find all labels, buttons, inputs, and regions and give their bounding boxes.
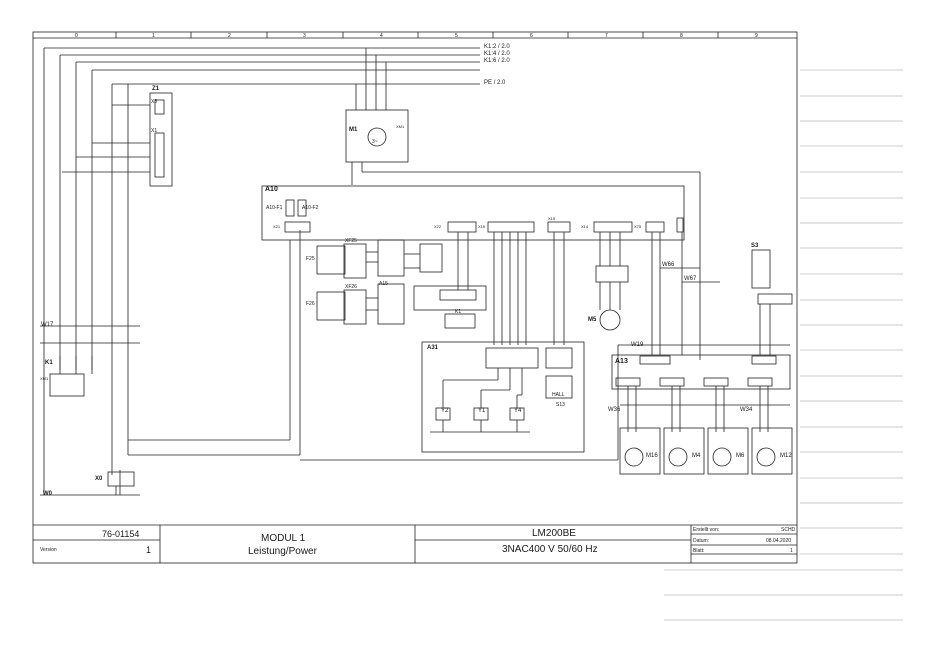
label-hall: HALL — [552, 392, 565, 398]
label-y4: Y4 — [514, 408, 522, 414]
label-m1-type: 3~ — [372, 139, 378, 145]
label-w67: W67 — [684, 276, 697, 282]
label-m4: M4 — [692, 453, 701, 459]
label-xm1: XM1 — [40, 376, 49, 381]
sheet-label: Blatt: — [693, 548, 705, 554]
label-x22: X22 — [434, 224, 442, 229]
label-k1-relay: K1 — [455, 309, 462, 315]
created-label: Erstellt von: — [693, 527, 720, 533]
drawing-number: 76-01154 — [102, 529, 140, 539]
label-a15: A15 — [379, 281, 388, 287]
label-w19: W19 — [631, 342, 644, 348]
label-s13: S13 — [556, 402, 565, 408]
grid-column-5: 5 — [455, 33, 458, 39]
date-value: 08.04.2020 — [766, 538, 792, 544]
grid-column-6: 6 — [530, 33, 533, 39]
grid-column-2: 2 — [228, 33, 231, 39]
label-s3: S3 — [751, 243, 759, 249]
label-xf25: XF25 — [345, 238, 357, 244]
sheet-frame — [32, 31, 798, 564]
label-x21: X21 — [273, 224, 281, 229]
label-k1-contactor: K1 — [45, 360, 53, 366]
module-title: MODUL 1 — [261, 533, 306, 544]
label-x15: X15 — [548, 216, 556, 221]
label-f25: F25 — [306, 256, 315, 262]
version-label: Version — [40, 547, 57, 553]
label-m16: M16 — [646, 453, 658, 459]
signal-pe: PE / 2.0 — [484, 80, 506, 86]
label-x0: X0 — [95, 476, 103, 482]
label-w66: W66 — [662, 262, 675, 268]
grid-column-9: 9 — [755, 33, 758, 39]
label-m1-xm1: XM1 — [396, 124, 405, 129]
label-w36: W36 — [608, 407, 621, 413]
grid-column-4: 4 — [380, 33, 383, 39]
machine-name: LM200BE — [532, 528, 576, 539]
label-x14: X14 — [581, 224, 589, 229]
label-m12: M12 — [780, 453, 792, 459]
grid-column-8: 8 — [680, 33, 683, 39]
label-xf26: XF26 — [345, 284, 357, 290]
label-w17: W17 — [41, 322, 54, 328]
label-m6: M6 — [736, 453, 745, 459]
grid-column-1: 1 — [152, 33, 155, 39]
label-m1: M1 — [349, 127, 358, 133]
grid-column-3: 3 — [303, 33, 306, 39]
supply-rating: 3NAC400 V 50/60 Hz — [502, 544, 598, 555]
created-by: SCHD — [781, 527, 796, 533]
module-subtitle: Leistung/Power — [248, 546, 317, 557]
label-a10: A10 — [265, 186, 278, 193]
signal-k1-6: K1:6 / 2.0 — [484, 58, 510, 64]
label-x3: X3 — [151, 99, 158, 105]
label-m5: M5 — [588, 317, 597, 323]
grid-column-7: 7 — [605, 33, 608, 39]
label-y1: Y1 — [478, 408, 486, 414]
label-a31: A31 — [427, 345, 439, 351]
sheet-value: 1 — [790, 548, 793, 554]
label-z1: Z1 — [152, 86, 160, 92]
grid-column-0: 0 — [75, 33, 78, 39]
label-w34: W34 — [740, 407, 753, 413]
label-a10-f1: A10-F1 — [266, 205, 283, 211]
signal-k1-4: K1:4 / 2.0 — [484, 51, 510, 57]
version-value: 1 — [146, 545, 152, 555]
label-x75: X75 — [634, 224, 642, 229]
date-label: Datum: — [693, 538, 710, 544]
signal-k1-2: K1:2 / 2.0 — [484, 44, 510, 50]
label-w0: W0 — [43, 491, 52, 497]
label-f26: F26 — [306, 301, 315, 307]
label-a10-f2: A10-F2 — [302, 205, 319, 211]
label-a13: A13 — [615, 358, 628, 365]
label-y2: Y2 — [441, 408, 449, 414]
label-x19: X19 — [478, 224, 486, 229]
label-x1: X1 — [151, 128, 158, 134]
